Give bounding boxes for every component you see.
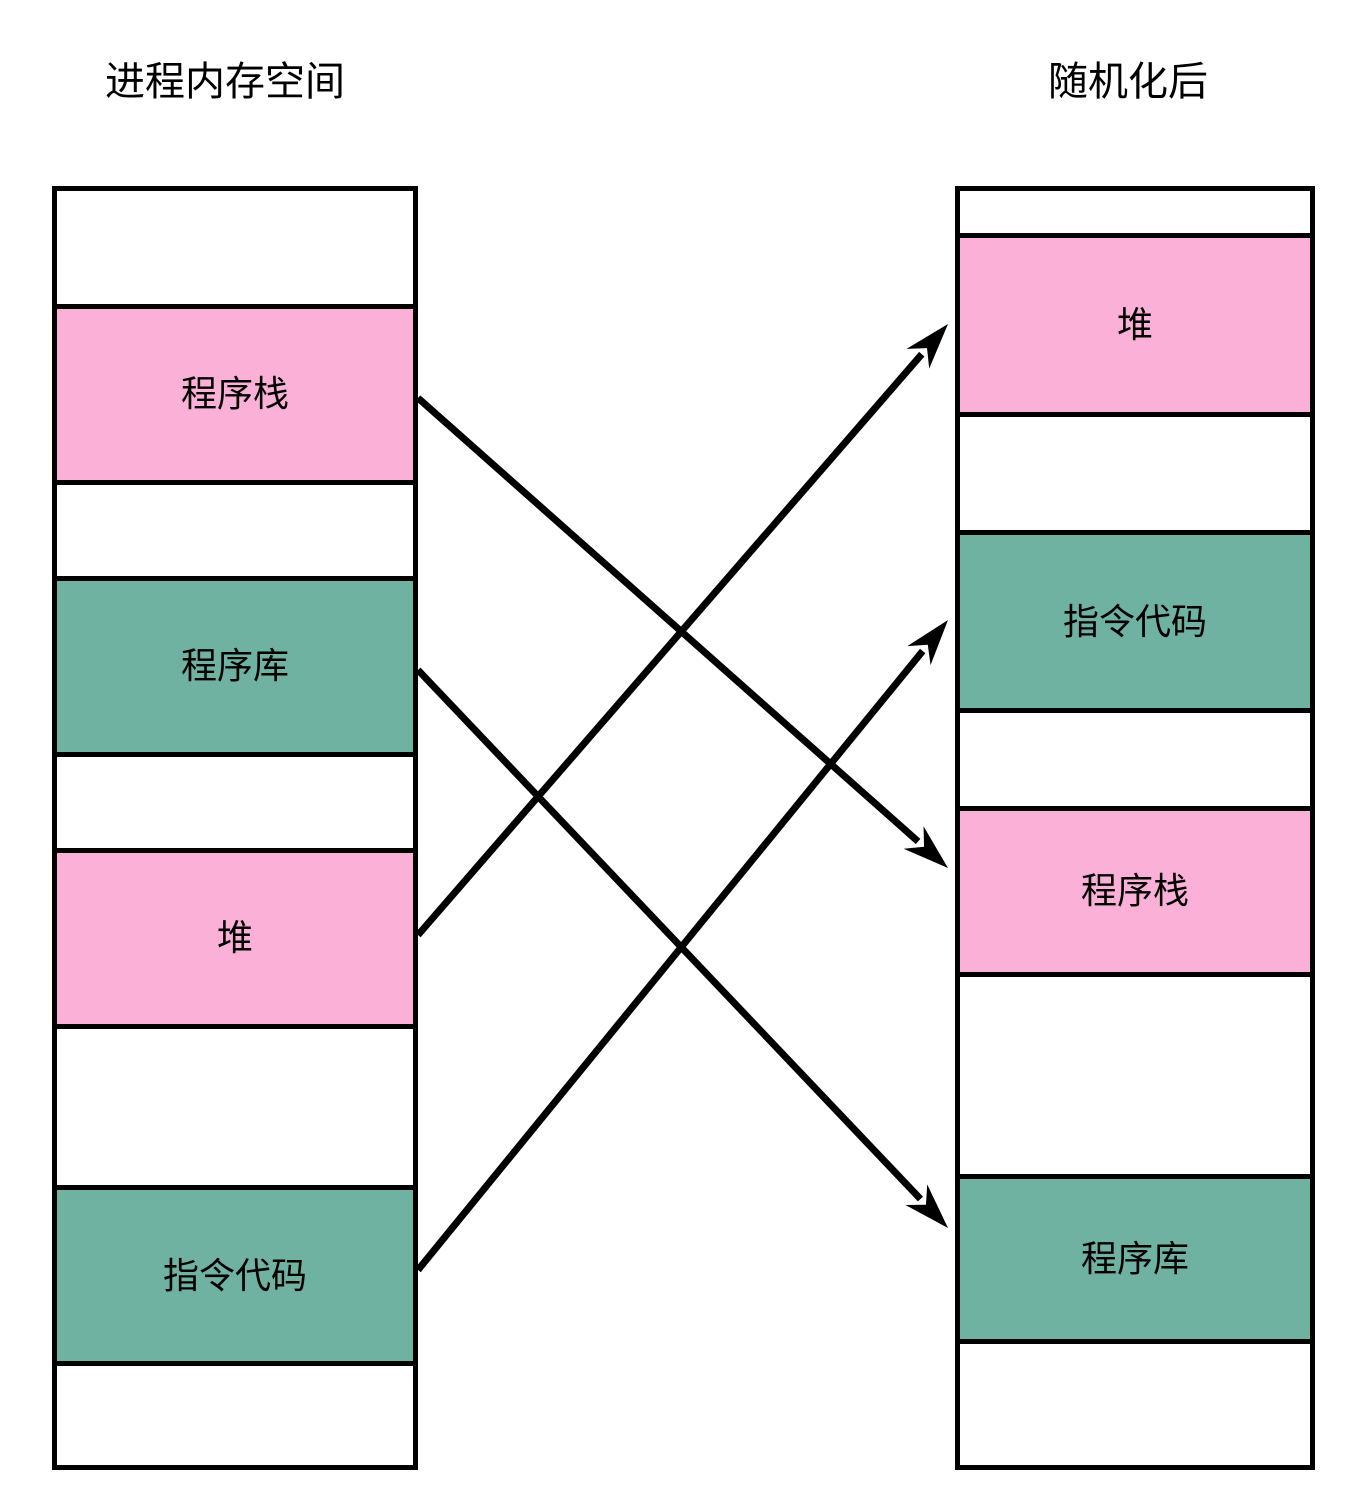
mapping-arrow-head — [907, 620, 948, 666]
mapping-arrow-shaft — [415, 667, 923, 1202]
memory-segment — [960, 1344, 1310, 1465]
memory-segment-code: 指令代码 — [960, 534, 1310, 714]
memory-segment — [57, 484, 413, 581]
memory-segment-label: 指令代码 — [162, 1254, 307, 1296]
randomized-memory-column: 堆 指令代码 程序栈 程序库 — [955, 186, 1315, 1470]
memory-segment-label: 程序库 — [1080, 1238, 1189, 1280]
memory-segment-code: 指令代码 — [57, 1190, 413, 1367]
memory-segment-label: 程序栈 — [1080, 870, 1189, 912]
mapping-arrow-head — [906, 324, 948, 369]
right-column-title: 随机化后 — [1048, 60, 1208, 104]
mapping-arrow-head — [905, 1184, 948, 1228]
memory-segment-stack: 程序栈 — [57, 308, 413, 485]
left-column-title: 进程内存空间 — [105, 60, 345, 104]
memory-segment-heap: 堆 — [57, 852, 413, 1029]
memory-segment-label: 程序栈 — [180, 373, 289, 415]
memory-segment — [960, 976, 1310, 1179]
mapping-arrows — [415, 324, 948, 1273]
mapping-arrow-shaft — [415, 648, 926, 1273]
memory-segment — [57, 1366, 413, 1466]
mapping-arrow-shaft — [415, 395, 921, 845]
memory-segment-label: 堆 — [1116, 304, 1153, 346]
mapping-arrow-head — [903, 826, 948, 868]
memory-segment — [960, 713, 1310, 811]
memory-segment-stack: 程序栈 — [960, 810, 1310, 977]
memory-segment — [57, 191, 413, 309]
memory-segment — [57, 756, 413, 853]
memory-segment-label: 指令代码 — [1062, 600, 1207, 642]
memory-segment-library: 程序库 — [960, 1178, 1310, 1345]
memory-segment-library: 程序库 — [57, 580, 413, 757]
memory-segment — [960, 417, 1310, 535]
memory-segment-heap: 堆 — [960, 238, 1310, 418]
mapping-arrow-shaft — [415, 351, 925, 938]
memory-segment-label: 堆 — [216, 917, 253, 959]
process-memory-column: 程序栈 程序库 堆 指令代码 — [52, 186, 418, 1470]
memory-segment — [57, 1028, 413, 1191]
memory-segment-label: 程序库 — [180, 645, 289, 687]
memory-segment — [960, 191, 1310, 239]
